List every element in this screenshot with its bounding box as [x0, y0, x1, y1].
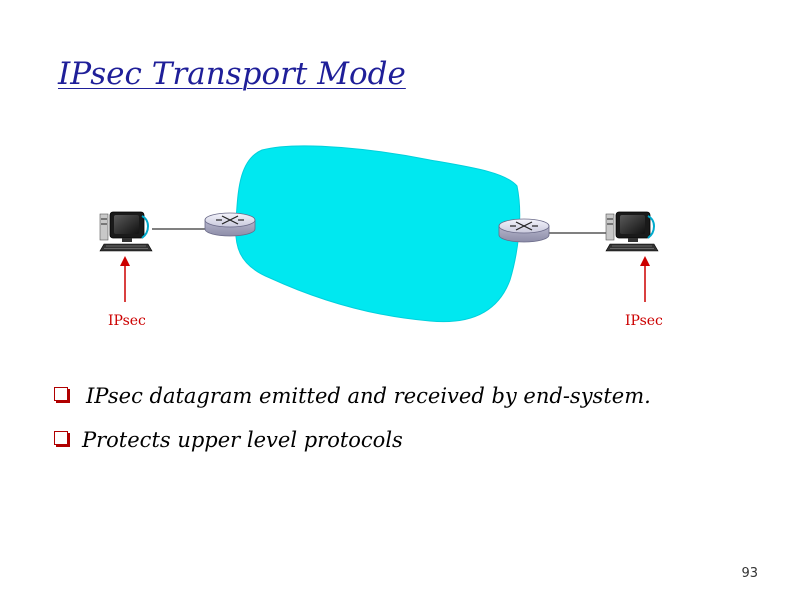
left-ipsec-label: IPsec	[108, 313, 146, 329]
network-diagram: IPsec IPsec	[99, 145, 663, 329]
bullet-item: Protects upper level protocols	[54, 418, 651, 462]
computer-icon	[99, 211, 153, 252]
checkbox-bullet-icon	[54, 431, 68, 445]
router-icon	[204, 212, 256, 237]
network-cloud	[235, 145, 521, 323]
page-number: 93	[741, 566, 758, 581]
bullet-list: IPsec datagram emitted and received by e…	[54, 374, 651, 462]
bullet-item: IPsec datagram emitted and received by e…	[54, 374, 651, 418]
bullet-text: IPsec datagram emitted and received by e…	[86, 384, 651, 408]
bullet-text: Protects upper level protocols	[82, 428, 403, 452]
router-icon	[498, 218, 550, 243]
arrow-left-ipsec	[120, 256, 130, 302]
checkbox-bullet-icon	[54, 387, 68, 401]
computer-icon	[605, 211, 659, 252]
right-ipsec-label: IPsec	[625, 313, 663, 329]
arrow-right-ipsec	[640, 256, 650, 302]
slide-title: IPsec Transport Mode	[58, 56, 406, 92]
